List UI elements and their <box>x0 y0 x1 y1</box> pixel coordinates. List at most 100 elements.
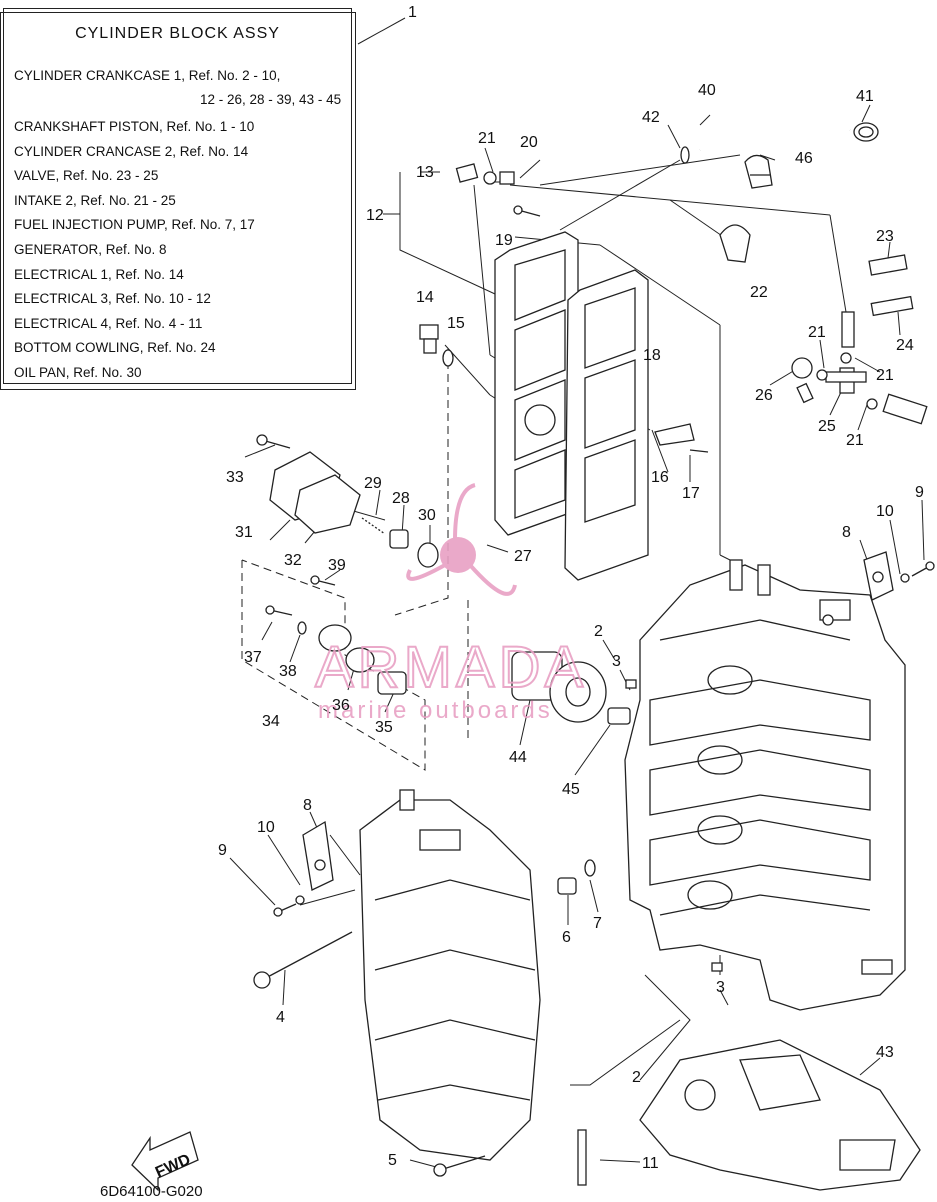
callout-13: 13 <box>416 164 434 181</box>
legend-line: INTAKE 2, Ref. No. 21 - 25 <box>14 193 176 208</box>
plug-14 <box>419 324 439 354</box>
bolt-9 <box>273 903 297 917</box>
legend-line: FUEL INJECTION PUMP, Ref. No. 7, 17 <box>14 217 255 232</box>
legend-line: GENERATOR, Ref. No. 8 <box>14 242 167 257</box>
callout-26: 26 <box>755 387 773 404</box>
washer-10 <box>295 895 305 905</box>
callout-2: 2 <box>594 623 603 640</box>
callout-3: 3 <box>716 979 725 996</box>
callout-3: 3 <box>612 653 621 670</box>
callout-8: 8 <box>303 797 312 814</box>
callout-38: 38 <box>279 663 297 680</box>
callout-21: 21 <box>478 130 496 147</box>
pulley-36 <box>318 624 375 673</box>
fwd-arrow: FWD <box>131 1131 199 1192</box>
clip-42 <box>680 146 690 164</box>
callout-16: 16 <box>651 469 669 486</box>
cylinder-block <box>624 559 906 1011</box>
callout-21: 21 <box>808 324 826 341</box>
legend-line: BOTTOM COWLING, Ref. No. 24 <box>14 340 216 355</box>
callout-33: 33 <box>226 469 244 486</box>
callout-27: 27 <box>514 548 532 565</box>
drawing-code: 6D64100-G020 <box>100 1183 203 1200</box>
long-bolt-4 <box>253 931 353 989</box>
valve-24 <box>870 295 914 317</box>
callout-42: 42 <box>642 109 660 126</box>
hose-piece <box>882 393 928 425</box>
thermostat-28 <box>389 529 409 549</box>
legend-line: OIL PAN, Ref. No. 30 <box>14 365 142 380</box>
callout-29: 29 <box>364 475 382 492</box>
crankcase-cover <box>494 231 579 536</box>
bolt-37 <box>265 605 293 616</box>
clamp-21 <box>816 369 828 381</box>
callout-14: 14 <box>416 289 434 306</box>
callout-21: 21 <box>876 367 894 384</box>
callout-32: 32 <box>284 552 302 569</box>
callout-2: 2 <box>632 1069 641 1086</box>
valve-23 <box>868 254 908 276</box>
callout-34: 34 <box>262 713 280 730</box>
bolt-17 <box>689 449 709 453</box>
cap-26 <box>791 357 814 404</box>
callout-6: 6 <box>562 929 571 946</box>
callout-15: 15 <box>447 315 465 332</box>
dowel-3 <box>625 679 637 689</box>
bracket-16 <box>654 423 695 446</box>
washer-38 <box>297 621 307 635</box>
callout-46: 46 <box>795 150 813 167</box>
vertical-hose <box>841 311 855 348</box>
legend-line: ELECTRICAL 1, Ref. No. 14 <box>14 267 184 282</box>
callout-18: 18 <box>643 347 661 364</box>
callout-30: 30 <box>418 507 436 524</box>
gasket-7 <box>584 859 596 877</box>
callout-9: 9 <box>915 484 924 501</box>
callout-4: 4 <box>276 1009 285 1026</box>
callout-41: 41 <box>856 88 874 105</box>
callout-11: 11 <box>642 1155 659 1172</box>
seal-30 <box>417 542 439 568</box>
callout-43: 43 <box>876 1044 894 1061</box>
clamp-21 <box>866 398 878 410</box>
hose-clamp-22 <box>719 224 751 263</box>
joint-25 <box>825 367 867 394</box>
legend-line: CYLINDER CRANKCASE 1, Ref. No. 2 - 10, <box>14 68 281 83</box>
spring-29 <box>361 517 386 535</box>
armada-watermark: ARMADA marine outboards <box>314 483 584 724</box>
legend-line: VALVE, Ref. No. 23 - 25 <box>14 168 159 183</box>
callout-45: 45 <box>562 781 580 798</box>
fitting-45 <box>607 707 631 725</box>
bolt-33 <box>256 434 291 449</box>
oil-filter-44 <box>511 651 607 723</box>
pump-group-dashed-outline <box>241 559 426 771</box>
callout-37: 37 <box>244 649 262 666</box>
callout-22: 22 <box>750 284 768 301</box>
callout-7: 7 <box>593 915 602 932</box>
callout-23: 23 <box>876 228 894 245</box>
callout-10: 10 <box>876 503 894 520</box>
bolt-39 <box>310 575 336 586</box>
callout-21: 21 <box>846 432 864 449</box>
callout-10: 10 <box>257 819 275 836</box>
hose-clamp-41 <box>853 122 879 142</box>
group-dashed-outline <box>394 348 449 616</box>
bracket-8 <box>863 551 894 601</box>
gasket-18 <box>564 269 649 581</box>
plug-6 <box>557 877 577 895</box>
stud-11 <box>577 1129 587 1186</box>
watermark-tagline: marine outboards <box>318 697 553 724</box>
callout-24: 24 <box>896 337 914 354</box>
legend-title: CYLINDER BLOCK ASSY <box>75 25 280 42</box>
washer-15 <box>442 349 454 367</box>
fitting-13 <box>455 163 479 183</box>
callout-25: 25 <box>818 418 836 435</box>
breather-hose <box>696 78 854 154</box>
hose-20 <box>499 171 515 185</box>
legend-line: CRANKSHAFT PISTON, Ref. No. 1 - 10 <box>14 119 255 134</box>
callout-1: 1 <box>408 4 417 21</box>
callout-19: 19 <box>495 232 513 249</box>
gasket-32 <box>294 474 361 534</box>
callout-28: 28 <box>392 490 410 507</box>
callout-5: 5 <box>388 1152 397 1169</box>
